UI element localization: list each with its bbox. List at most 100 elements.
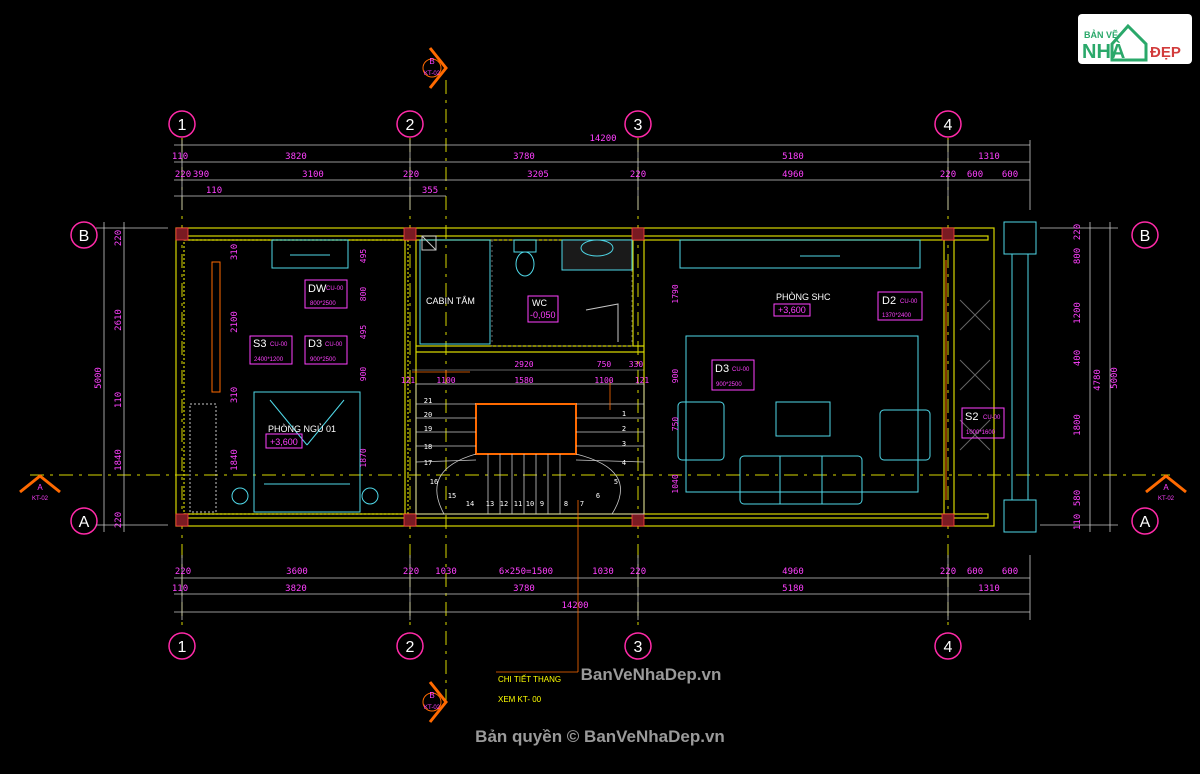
dim-top-r2-8: 600: [967, 170, 983, 180]
svg-text:3: 3: [622, 440, 626, 448]
dim-top-r2b-1: 355: [422, 186, 438, 196]
structural-columns: [175, 227, 955, 527]
svg-text:D2: D2: [882, 295, 896, 307]
svg-text:2: 2: [622, 425, 626, 433]
dim-top-r2-1: 390: [193, 170, 209, 180]
watermark-center: BanVeNhaDep.vn: [581, 665, 722, 684]
svg-text:21: 21: [424, 397, 432, 405]
svg-text:121: 121: [635, 376, 650, 385]
svg-text:1000*1600: 1000*1600: [966, 430, 996, 436]
dim-top-r2-2: 3100: [302, 170, 324, 180]
wc-fixtures: [419, 235, 633, 347]
dim-right-seg-0: 220: [1073, 224, 1083, 240]
logo-right-text: ĐẸP: [1150, 44, 1181, 61]
dim-right-seg-6: 110: [1073, 514, 1083, 530]
dim-bot-r1-7: 4960: [782, 567, 804, 577]
dim-top-r2-5: 220: [630, 170, 646, 180]
bedroom-furniture: [189, 239, 379, 513]
svg-text:CU-00: CU-00: [732, 367, 750, 373]
svg-text:1370*2400: 1370*2400: [882, 313, 912, 319]
dim-left-seg-2610: 2610: [114, 309, 124, 331]
svg-text:1580: 1580: [514, 376, 533, 385]
axis-label-a-right: A: [1140, 514, 1151, 531]
section-marker-left: A KT-02: [19, 474, 61, 502]
svg-text:12: 12: [500, 500, 508, 508]
svg-text:CU-00: CU-00: [900, 299, 918, 305]
svg-text:DW: DW: [308, 283, 327, 295]
axis-label-4-top: 4: [944, 117, 953, 134]
axis-label-3-top: 3: [634, 117, 643, 134]
dimension-lines-top: [174, 140, 1031, 210]
dim-left-seg-220a: 220: [114, 230, 124, 246]
svg-text:1790: 1790: [671, 284, 680, 303]
room-name-living: PHÒNG SHC: [776, 292, 831, 302]
dim-bot-r2-1: 3820: [285, 584, 307, 594]
dim-right-seg-4: 1800: [1073, 414, 1083, 436]
dim-top-r1-4: 1310: [978, 152, 1000, 162]
svg-text:KT-02: KT-02: [424, 71, 441, 77]
section-marker-top: B KT-02: [422, 47, 448, 89]
svg-text:1870: 1870: [359, 448, 368, 467]
svg-text:KT-02: KT-02: [424, 705, 441, 711]
dim-left-seg-1840: 1840: [114, 449, 124, 471]
svg-text:9: 9: [540, 500, 544, 508]
svg-text:330: 330: [629, 360, 644, 369]
axis-label-1-bottom: 1: [178, 639, 187, 656]
svg-text:495: 495: [359, 325, 368, 340]
svg-text:D3: D3: [308, 338, 322, 350]
svg-text:KT-02: KT-02: [32, 496, 49, 502]
svg-text:CU-00: CU-00: [983, 415, 1001, 421]
svg-text:13: 13: [486, 500, 494, 508]
dim-left-inner-0: 310: [230, 244, 240, 260]
axis-label-b-left: B: [79, 228, 90, 245]
dim-top-r1-3: 5180: [782, 152, 804, 162]
dimension-lines-bottom: [174, 555, 1031, 620]
axis-label-2-bottom: 2: [406, 639, 415, 656]
dim-bot-r2-2: 3780: [513, 584, 535, 594]
svg-text:A: A: [37, 483, 43, 492]
svg-text:5: 5: [614, 478, 618, 486]
dim-left-inner-1: 2100: [230, 311, 240, 333]
axis-bubbles: [70, 110, 1159, 660]
note-ref: XEM KT- 00: [498, 695, 542, 704]
svg-text:1040: 1040: [671, 474, 680, 493]
svg-text:1: 1: [622, 410, 626, 418]
logo-left-text: NHÀ: [1082, 40, 1125, 63]
svg-text:7: 7: [580, 500, 584, 508]
stair-detail-note: CHI TIẾT THANG XEM KT- 00: [498, 674, 561, 704]
svg-text:D3: D3: [715, 363, 729, 375]
dim-bot-r2-3: 5180: [782, 584, 804, 594]
dim-bot-r1-1: 3600: [286, 567, 308, 577]
dim-top-r1-2: 3780: [513, 152, 535, 162]
dim-bot-r1-0: 220: [175, 567, 191, 577]
svg-text:1100: 1100: [594, 376, 613, 385]
living-room-furniture: [677, 239, 947, 505]
room-level-wc: -0,050: [530, 310, 556, 320]
room-level-living: +3,600: [778, 305, 806, 315]
room-name-wc: WC: [532, 298, 547, 308]
dim-left-total: 5000: [94, 367, 104, 389]
svg-text:900*2500: 900*2500: [716, 382, 742, 388]
svg-text:CU-00: CU-00: [325, 342, 343, 348]
stair-step-numbers: 21 20 19 18 17 16 15 14 13 12 11 10 9 8 …: [424, 397, 626, 508]
axis-label-1-top: 1: [178, 117, 187, 134]
axis-label-3-bottom: 3: [634, 639, 643, 656]
axis-label-b-right: B: [1140, 228, 1151, 245]
dimension-lines-sides: [96, 222, 1118, 532]
dim-top-r2-0: 220: [175, 170, 191, 180]
svg-text:CU-00: CU-00: [270, 342, 288, 348]
dim-bot-r1-3: 1030: [435, 567, 457, 577]
axis-label-a-left: A: [79, 514, 90, 531]
dim-top-r2-9: 600: [1002, 170, 1018, 180]
svg-text:8: 8: [564, 500, 568, 508]
svg-text:B: B: [429, 691, 434, 700]
dim-left-inner-2: 310: [230, 387, 240, 403]
dim-bot-r1-6: 220: [630, 567, 646, 577]
svg-text:495: 495: [359, 249, 368, 264]
svg-text:17: 17: [424, 459, 432, 467]
dim-top-total: 14200: [589, 134, 616, 144]
svg-text:121: 121: [401, 376, 416, 385]
logo-top-text: BẢN VẼ: [1084, 29, 1118, 40]
svg-text:KT-02: KT-02: [1158, 496, 1175, 502]
